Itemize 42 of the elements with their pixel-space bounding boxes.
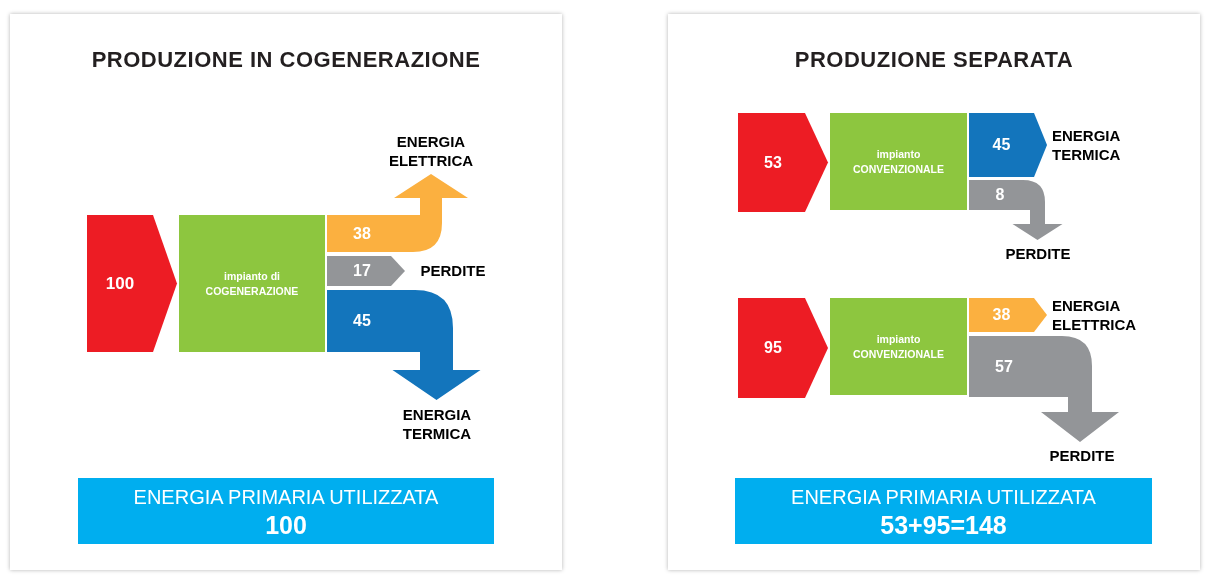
edge-label: 38 bbox=[991, 305, 1012, 325]
panel-card bbox=[10, 14, 562, 570]
banner-title: ENERGIA PRIMARIA UTILIZZATA bbox=[790, 484, 1097, 510]
flow-arrow bbox=[327, 256, 405, 286]
edge-label: 57 bbox=[994, 356, 1014, 377]
output-label: PERDITE bbox=[419, 261, 487, 282]
output-label: ENERGIA ELETTRICA bbox=[387, 131, 475, 171]
edge-label: 95 bbox=[763, 338, 783, 358]
output-label: ENERGIA TERMICA bbox=[401, 404, 473, 444]
summary-banner bbox=[735, 478, 1152, 544]
flow-arrow bbox=[738, 113, 828, 212]
process-box bbox=[830, 298, 967, 395]
panel-title: PRODUZIONE SEPARATA bbox=[793, 46, 1075, 74]
edge-label: 8 bbox=[994, 185, 1006, 205]
banner-title: ENERGIA PRIMARIA UTILIZZATA bbox=[132, 484, 440, 510]
banner-value: 100 bbox=[264, 510, 308, 540]
process-box bbox=[179, 215, 325, 352]
output-label: ENERGIA TERMICA bbox=[1052, 125, 1122, 165]
flow-arrow bbox=[327, 174, 468, 252]
edge-label: 45 bbox=[991, 135, 1012, 155]
flow-arrow bbox=[87, 215, 177, 352]
edge-label: 53 bbox=[763, 152, 783, 173]
flow-arrow bbox=[969, 336, 1119, 442]
edge-label: 45 bbox=[352, 311, 372, 331]
panel-title: PRODUZIONE IN COGENERAZIONE bbox=[90, 46, 482, 74]
edge-label: 38 bbox=[352, 223, 372, 244]
edge-label: 17 bbox=[352, 261, 372, 281]
process-label: impianto CONVENZIONALE bbox=[852, 146, 945, 177]
flow-arrow bbox=[969, 113, 1047, 177]
flow-arrow bbox=[738, 298, 828, 398]
edge-label: 100 bbox=[104, 272, 136, 295]
flow-arrow bbox=[327, 290, 481, 400]
flow-arrow bbox=[969, 180, 1063, 240]
output-label: PERDITE bbox=[1048, 446, 1116, 467]
banner-value: 53+95=148 bbox=[879, 510, 1008, 540]
summary-banner bbox=[78, 478, 494, 544]
flow-arrow bbox=[969, 298, 1047, 332]
process-label: impianto CONVENZIONALE bbox=[852, 331, 945, 362]
process-box bbox=[830, 113, 967, 210]
output-label: ENERGIA ELETTRICA bbox=[1052, 295, 1138, 335]
process-label: impianto di COGENERAZIONE bbox=[204, 268, 300, 299]
output-label: PERDITE bbox=[1004, 244, 1072, 265]
